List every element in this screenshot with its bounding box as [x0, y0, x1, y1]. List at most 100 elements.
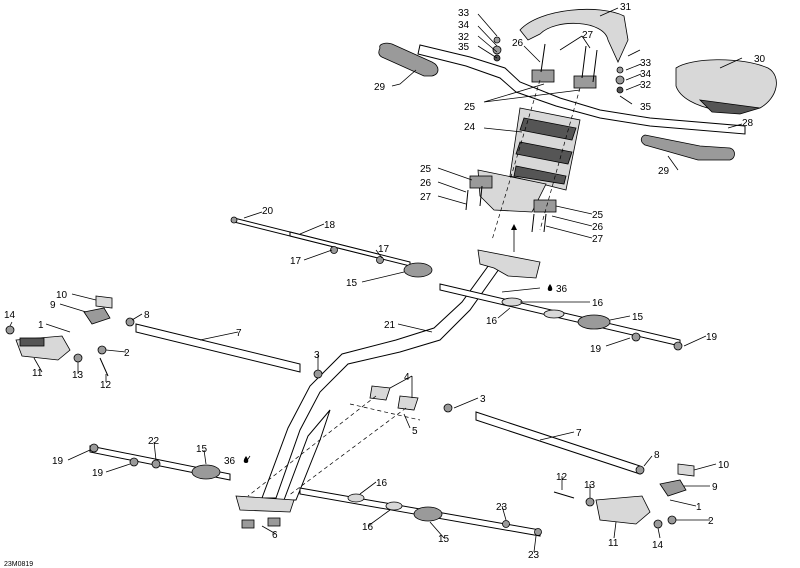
callout-9: 9	[712, 482, 718, 493]
tie-rod-7-right	[475, 411, 641, 475]
steering-column-tube	[261, 257, 505, 499]
callout-3: 3	[480, 394, 486, 405]
callout-19: 19	[590, 344, 602, 355]
callout-13: 13	[72, 370, 84, 381]
callout-30: 30	[754, 54, 766, 65]
callout-20: 20	[262, 206, 274, 217]
callout-2: 2	[124, 348, 130, 359]
callout-2: 2	[708, 516, 714, 527]
left-grip	[378, 42, 439, 77]
nut-19-lower-b	[129, 457, 139, 467]
callout-6: 6	[272, 530, 278, 541]
column-axis-b	[539, 87, 581, 231]
riser-clamp-b	[573, 75, 597, 89]
callout-11: 11	[608, 538, 619, 549]
callout-33: 33	[640, 58, 652, 69]
nut-17-a	[330, 246, 338, 254]
ball-joint-15-left	[403, 262, 433, 278]
callout-16: 16	[486, 316, 498, 327]
callout-4: 4	[404, 372, 410, 383]
sleeve-16-a	[501, 297, 523, 307]
callout-26: 26	[512, 38, 524, 49]
callout-15: 15	[346, 278, 358, 289]
bolt-e	[479, 185, 483, 207]
column-lower-plate	[235, 495, 295, 513]
callout-32: 32	[458, 32, 470, 43]
nut-left-top	[493, 36, 501, 44]
nut-3-left	[313, 369, 323, 379]
spindle-11-left-top	[19, 337, 45, 347]
callout-23: 23	[528, 550, 540, 561]
nut-19-far-right	[673, 341, 683, 351]
bolt-12-left	[99, 357, 109, 377]
callout-27: 27	[420, 192, 432, 203]
callout-labels: 1 1 2 2 3 3 4 5 6 7 7 8 8 9 9 10 10 11 1…	[4, 2, 766, 561]
callout-8: 8	[144, 310, 150, 321]
callout-21: 21	[384, 320, 396, 331]
arrow-head	[511, 224, 517, 230]
callout-1: 1	[696, 502, 702, 513]
callout-13: 13	[584, 480, 596, 491]
pivot-axis-a	[247, 395, 377, 497]
callout-27: 27	[582, 30, 594, 41]
callout-23: 23	[496, 502, 508, 513]
callout-12: 12	[100, 380, 112, 391]
callout-18: 18	[324, 220, 336, 231]
callout-7: 7	[236, 328, 242, 339]
callout-33: 33	[458, 8, 470, 19]
pivot-axis-c	[349, 403, 421, 421]
callout-36: 36	[556, 284, 568, 295]
callout-26: 26	[592, 222, 604, 233]
callout-10: 10	[718, 460, 730, 471]
callout-25: 25	[592, 210, 604, 221]
nut-19-lower-a	[89, 443, 99, 453]
callout-16: 16	[362, 522, 374, 533]
callout-14: 14	[652, 540, 664, 551]
tie-rod-7-left	[135, 323, 301, 373]
callout-7: 7	[576, 428, 582, 439]
callout-19: 19	[706, 332, 718, 343]
bolt-12-right	[553, 491, 575, 499]
bolt-a	[540, 43, 546, 73]
callout-29: 29	[374, 82, 386, 93]
callout-16: 16	[592, 298, 604, 309]
bushing-6b	[267, 517, 281, 527]
boot-10-right	[677, 463, 695, 477]
callout-32: 32	[640, 80, 652, 91]
rod-end-9-right	[659, 479, 687, 497]
nut-23-a	[502, 520, 510, 528]
callout-29: 29	[658, 166, 670, 177]
nut-23-b	[534, 528, 542, 536]
sleeve-16-lower-a	[347, 493, 365, 503]
callout-24: 24	[464, 122, 476, 133]
callout-10: 10	[56, 290, 68, 301]
callout-3: 3	[314, 350, 320, 361]
ball-joint-15-lower-right	[413, 506, 443, 522]
nut-2-left	[97, 345, 107, 355]
callout-11: 11	[32, 368, 43, 379]
sleeve-16-b	[543, 309, 565, 319]
tie-rods	[5, 216, 695, 537]
washer-right	[615, 75, 625, 85]
callout-35: 35	[458, 42, 470, 53]
nut-right-bottom	[616, 86, 624, 94]
spindle-11-right	[595, 495, 651, 525]
bolt-f	[531, 213, 535, 233]
callout-12: 12	[556, 472, 568, 483]
callout-27: 27	[592, 234, 604, 245]
nut-22	[151, 459, 161, 469]
callout-26: 26	[420, 178, 432, 189]
callout-34: 34	[640, 69, 652, 80]
callout-15: 15	[632, 312, 644, 323]
callout-25: 25	[420, 164, 432, 175]
nut-3-right	[443, 403, 453, 413]
handlebar-pad	[675, 59, 777, 111]
ball-joint-15-lower-left	[191, 464, 221, 480]
bolt-b	[581, 45, 587, 79]
nut-right-top	[616, 66, 624, 74]
nut-13-right	[585, 497, 595, 507]
bolt-c	[592, 49, 598, 83]
callout-1: 1	[38, 320, 44, 331]
nut-14-left	[5, 325, 15, 335]
